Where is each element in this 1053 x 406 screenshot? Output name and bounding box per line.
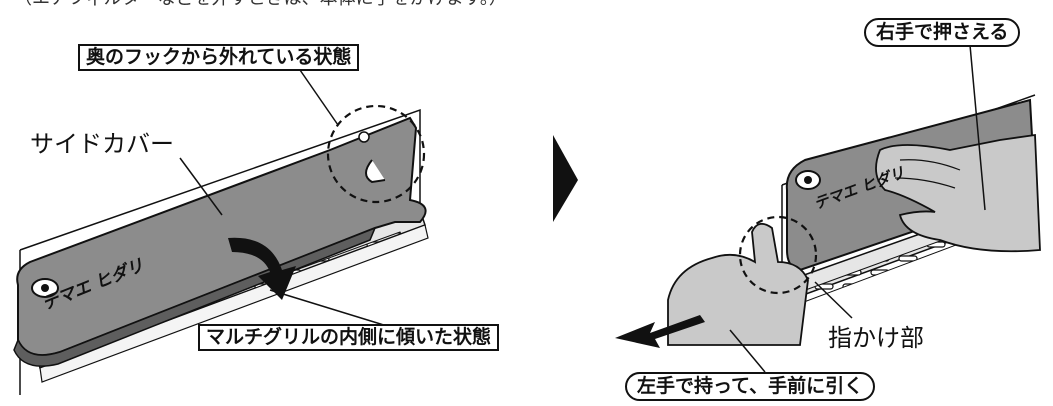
pull-arrow-icon <box>615 315 705 348</box>
right-detail-circle <box>738 215 818 295</box>
step-arrow-icon <box>553 135 578 222</box>
left-side-cover-edge <box>13 226 377 367</box>
right-callout-top: 右手で押さえる <box>864 18 1021 47</box>
header-partial-text: （エアフィルターなどを外すときは、本体に手をかけます。） <box>14 0 507 8</box>
finger-grip-label: 指かけ部 <box>828 324 924 352</box>
left-illustration <box>13 69 429 395</box>
rotate-arrow-icon <box>228 237 296 300</box>
right-callout-bottom: 左手で持って、手前に引く <box>625 372 876 401</box>
left-rail-lower <box>39 224 429 383</box>
right-illustration <box>615 44 1041 373</box>
left-callout-bottom: マルチグリルの内側に傾いた状態 <box>198 324 500 351</box>
left-callout-top: 奥のフックから外れている状態 <box>78 44 360 71</box>
left-hand-icon <box>667 222 809 346</box>
side-cover-label: サイドカバー <box>30 130 174 158</box>
left-detail-circle <box>326 104 426 204</box>
left-hook <box>365 159 386 184</box>
right-hand-icon <box>875 133 1041 253</box>
